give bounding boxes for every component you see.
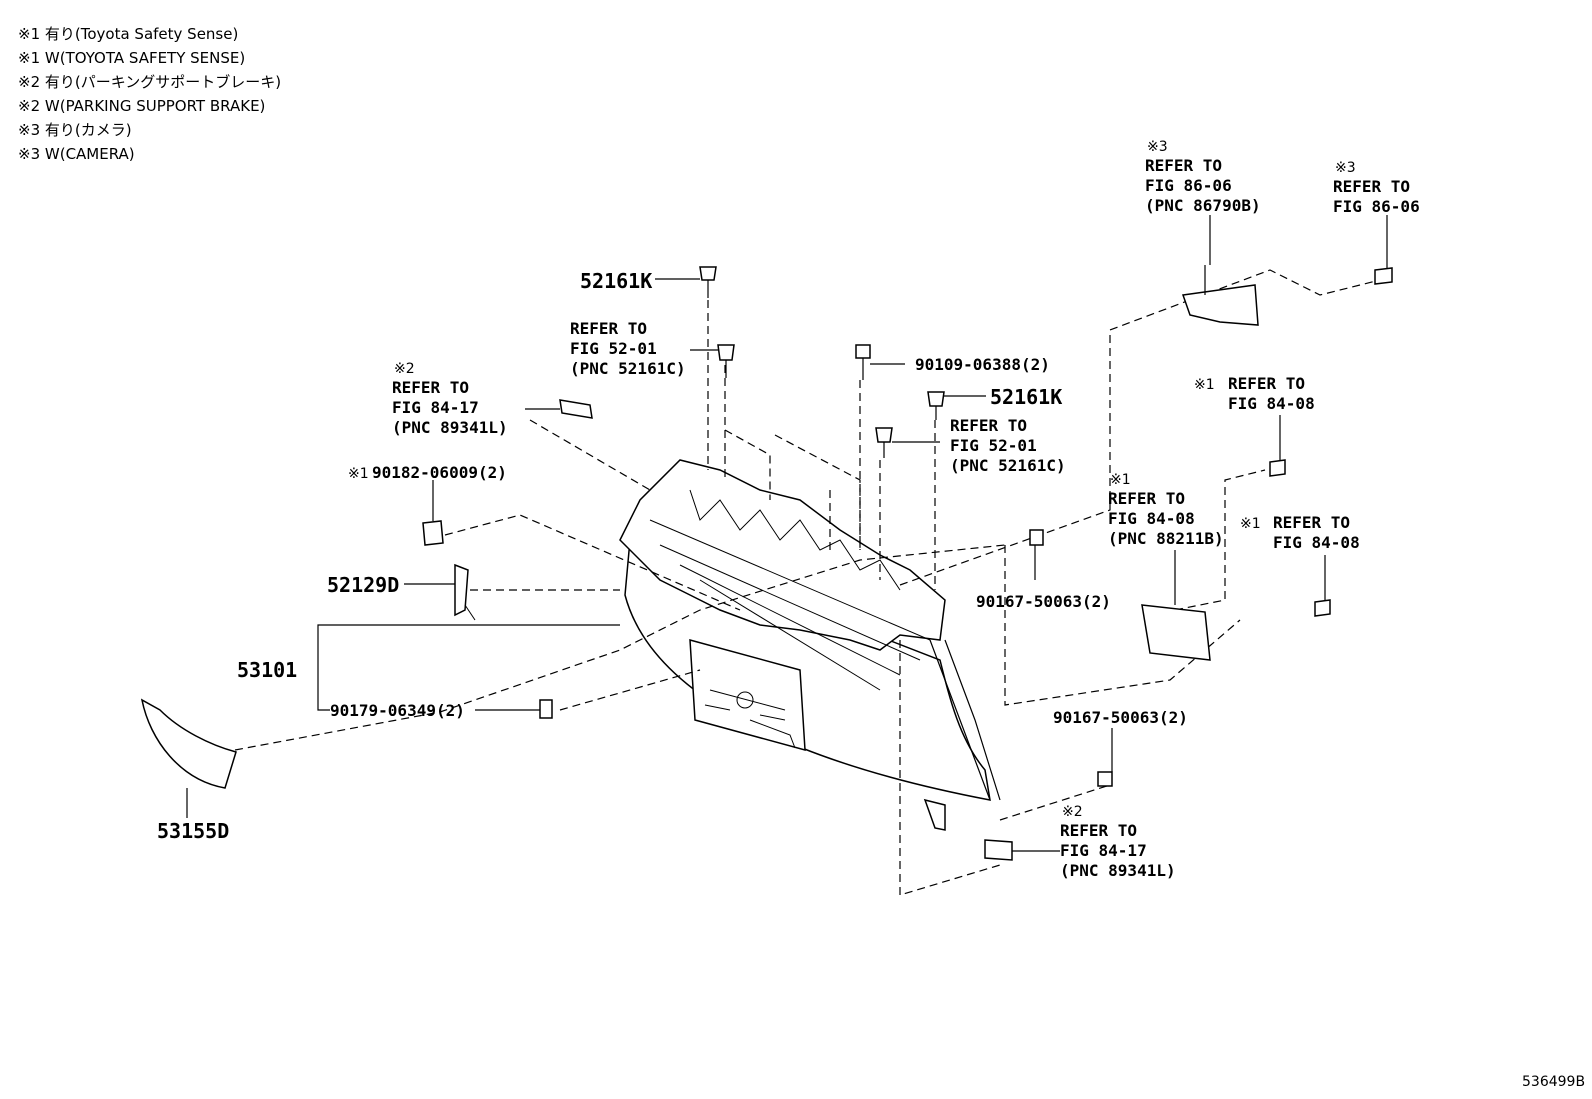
refer-line: FIG 84-17 [392,398,479,417]
note-1-jp: ※1 有り(Toyota Safety Sense) [18,25,238,43]
refer-line: REFER TO [570,319,647,338]
refer-line: REFER TO [1145,156,1222,175]
clip-52161c-right[interactable] [875,427,893,458]
refer-line: (PNC 52161C) [570,359,686,378]
leader-lines [186,215,1388,852]
note-3-jp: ※3 有り(カメラ) [18,121,132,139]
clip-52161k-top[interactable] [699,266,717,298]
refer-84-08-b[interactable]: ※1 REFER TO FIG 84-08 (PNC 88211B) [1108,472,1224,548]
refer-line: REFER TO [1228,374,1305,393]
retainer-90182[interactable] [422,520,444,546]
refer-84-08-a[interactable]: ※1 REFER TO FIG 84-08 [1194,374,1315,413]
refer-line: FIG 84-17 [1060,841,1147,860]
refer-line: ※2 [394,361,415,377]
bolt-90167-b[interactable] [1097,771,1113,787]
refer-84-08-c[interactable]: ※1 REFER TO FIG 84-08 [1240,513,1360,552]
label-90167-b[interactable]: 90167-50063(2) [1053,708,1188,727]
legend-notes: ※1 有り(Toyota Safety Sense) ※1 W(TOYOTA S… [18,25,281,163]
refer-line: FIG 86-06 [1145,176,1232,195]
label-52161k-mid[interactable]: 52161K [990,385,1062,409]
sensor-89341l-left[interactable] [559,399,593,419]
clip-52161k-mid[interactable] [927,391,945,420]
clip-90179[interactable] [539,699,553,719]
refer-line: FIG 86-06 [1333,197,1420,216]
clip-52161c-left[interactable] [717,344,735,378]
note-1-en: ※1 W(TOYOTA SAFETY SENSE) [18,49,245,67]
label-53155d[interactable]: 53155D [157,819,229,843]
label-90167-a[interactable]: 90167-50063(2) [976,592,1111,611]
refer-line: ※1 [1194,377,1215,393]
refer-line: ※3 [1147,139,1168,155]
radar-88211b[interactable] [1141,604,1211,661]
refer-line: REFER TO [1333,177,1410,196]
refer-52-01-right[interactable]: REFER TO FIG 52-01 (PNC 52161C) [950,416,1066,475]
refer-line: ※3 [1335,160,1356,176]
radiator-grille-53101[interactable] [619,459,1001,831]
refer-line: REFER TO [1273,513,1350,532]
refer-line: FIG 84-08 [1228,394,1315,413]
refer-line: REFER TO [1060,821,1137,840]
note-2-en: ※2 W(PARKING SUPPORT BRAKE) [18,97,265,115]
refer-line: (PNC 89341L) [392,418,508,437]
part-labels: 52161K 90109-06388(2) 52161K ※1 90182-06… [157,269,1585,1090]
refer-line: ※2 [1062,804,1083,820]
label-52161k-top[interactable]: 52161K [580,269,652,293]
bolt-84-08-b[interactable] [1314,599,1331,617]
refer-86-06-a[interactable]: ※3 REFER TO FIG 86-06 (PNC 86790B) [1145,139,1261,215]
refer-line: FIG 84-08 [1273,533,1360,552]
camera-86790b[interactable] [1181,265,1259,326]
refer-86-06-b[interactable]: ※3 REFER TO FIG 86-06 [1333,160,1420,216]
note-2-jp: ※2 有り(パーキングサポートブレーキ) [18,73,281,91]
refer-line: REFER TO [950,416,1027,435]
refer-line: (PNC 52161C) [950,456,1066,475]
label-90182-mark: ※1 [348,466,369,482]
diagram-id: 536499B [1522,1074,1585,1090]
bolt-84-08-a[interactable] [1269,459,1286,477]
refer-line: (PNC 86790B) [1145,196,1261,215]
label-90182[interactable]: 90182-06009(2) [372,463,507,482]
refer-line: REFER TO [392,378,469,397]
bolt-90167-a[interactable] [1029,529,1044,546]
refer-line: (PNC 89341L) [1060,861,1176,880]
note-3-en: ※3 W(CAMERA) [18,145,135,163]
refer-line: FIG 52-01 [570,339,657,358]
bolt-90109[interactable] [855,344,871,380]
refer-line: (PNC 88211B) [1108,529,1224,548]
refer-84-17-right[interactable]: ※2 REFER TO FIG 84-17 (PNC 89341L) [1060,804,1176,880]
garnish-53155d[interactable] [140,698,237,789]
refer-line: ※1 [1240,516,1261,532]
refer-line: FIG 52-01 [950,436,1037,455]
label-90109[interactable]: 90109-06388(2) [915,355,1050,374]
label-53101[interactable]: 53101 [237,658,297,682]
refer-line: REFER TO [1108,489,1185,508]
sensor-89341l-right[interactable] [984,839,1013,861]
bracket-52129d[interactable] [454,563,476,621]
label-52129d[interactable]: 52129D [327,573,399,597]
refer-52-01-left[interactable]: REFER TO FIG 52-01 (PNC 52161C) [570,319,686,378]
refer-84-17-left[interactable]: ※2 REFER TO FIG 84-17 (PNC 89341L) [392,361,508,437]
label-90179[interactable]: 90179-06349(2) [330,701,465,720]
refer-line: ※1 [1110,472,1131,488]
refer-line: FIG 84-08 [1108,509,1195,528]
bolt-86-06[interactable] [1374,267,1393,285]
